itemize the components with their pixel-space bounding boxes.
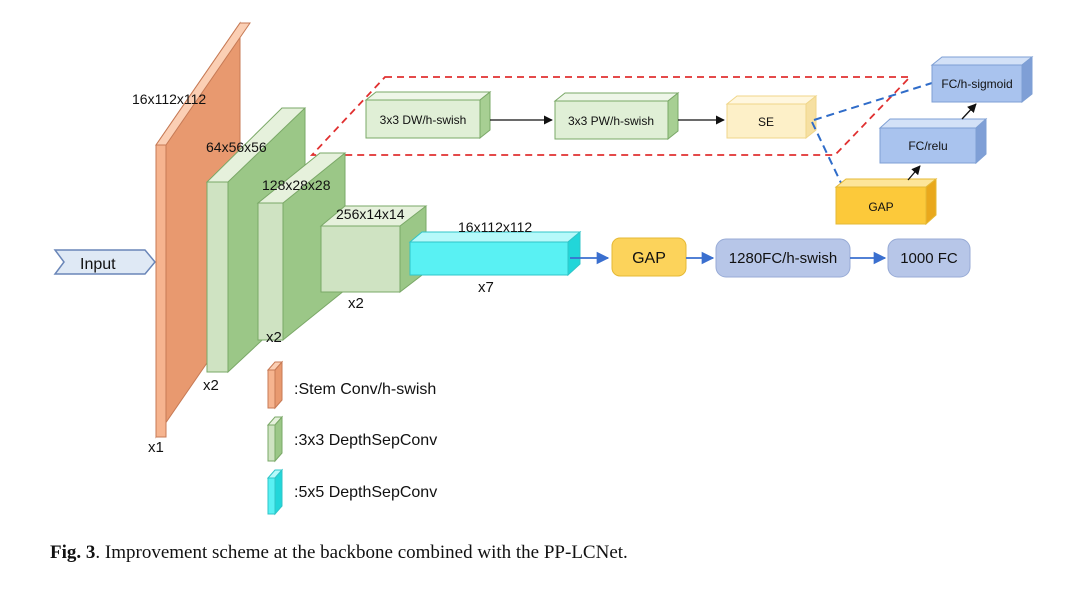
stem-repeat: x1 bbox=[148, 439, 164, 456]
architecture-diagram: Input 16x112x112 x1 64x56x56 x2 128x28x2… bbox=[53, 21, 1034, 516]
head-fc1280-label: 1280FC/h-swish bbox=[729, 250, 837, 267]
block4-dims: 16x112x112 bbox=[458, 219, 532, 235]
fc-relu-box: FC/relu bbox=[878, 117, 988, 165]
se-detail-outline bbox=[309, 76, 913, 156]
block1-dims: 64x56x56 bbox=[206, 139, 267, 155]
input-arrow: Input bbox=[53, 249, 156, 275]
legend: :Stem Conv/h-swish :3x3 DepthSepConv :5x… bbox=[266, 360, 437, 516]
dsconv3-block-2 bbox=[256, 152, 347, 342]
arrow-fcrelu-to-sigmoid bbox=[961, 103, 977, 120]
input-label: Input bbox=[80, 256, 116, 273]
dw-conv-label: 3x3 DW/h-swish bbox=[380, 113, 467, 127]
head-fc1000-box: 1000 FC bbox=[887, 238, 971, 278]
head-gap-label: GAP bbox=[632, 250, 666, 267]
se-gap-label: GAP bbox=[868, 200, 893, 214]
block3-dims: 256x14x14 bbox=[336, 206, 405, 222]
head-gap-box: GAP bbox=[611, 237, 687, 277]
caption-text: . Improvement scheme at the backbone com… bbox=[95, 542, 628, 563]
legend-item-stem: :Stem Conv/h-swish bbox=[266, 360, 436, 410]
caption-label: Fig. 3 bbox=[50, 542, 96, 563]
legend-item-dsconv3: :3x3 DepthSepConv bbox=[266, 415, 437, 463]
fc-relu-label: FC/relu bbox=[908, 139, 947, 153]
se-to-sigmoid-dashed bbox=[813, 82, 933, 121]
se-to-gap-dashed bbox=[811, 121, 843, 186]
se-box: SE bbox=[725, 94, 818, 140]
legend-dsconv3-label: :3x3 DepthSepConv bbox=[294, 432, 437, 449]
legend-item-dsconv5: :5x5 DepthSepConv bbox=[266, 468, 437, 516]
block2-dims: 128x28x28 bbox=[262, 177, 331, 193]
se-gap-box: GAP bbox=[834, 177, 938, 226]
head-fc1280-box: 1280FC/h-swish bbox=[715, 238, 851, 278]
block3-repeat: x2 bbox=[348, 295, 364, 312]
fc-sigmoid-box: FC/h-sigmoid bbox=[930, 55, 1034, 104]
fc-sigmoid-label: FC/h-sigmoid bbox=[941, 77, 1012, 91]
head-fc1000-label: 1000 FC bbox=[900, 250, 958, 267]
dw-conv-box: 3x3 DW/h-swish bbox=[364, 90, 492, 140]
dsconv5-block bbox=[408, 230, 582, 277]
legend-stem-label: :Stem Conv/h-swish bbox=[294, 381, 436, 398]
pw-conv-box: 3x3 PW/h-swish bbox=[553, 91, 680, 141]
pw-conv-label: 3x3 PW/h-swish bbox=[568, 114, 654, 128]
block4-repeat: x7 bbox=[478, 279, 494, 296]
block1-repeat: x2 bbox=[203, 377, 219, 394]
legend-dsconv5-label: :5x5 DepthSepConv bbox=[294, 484, 437, 501]
arrow-gap-to-fcrelu bbox=[907, 165, 921, 181]
block2-repeat: x2 bbox=[266, 329, 282, 346]
stem-dims: 16x112x112 bbox=[132, 91, 206, 107]
se-label: SE bbox=[758, 115, 774, 129]
figure-caption: Fig. 3. Improvement scheme at the backbo… bbox=[50, 542, 628, 564]
